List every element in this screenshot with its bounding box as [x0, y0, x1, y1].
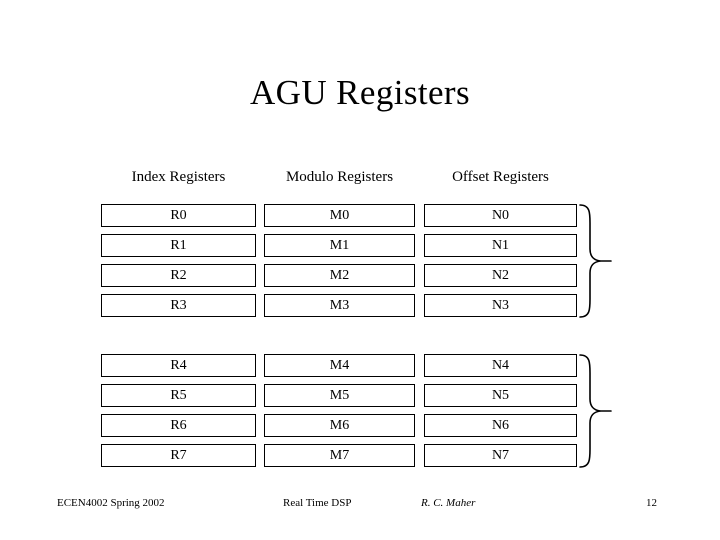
- register-cell[interactable]: R5: [101, 384, 256, 407]
- register-cell[interactable]: N1: [424, 234, 577, 257]
- register-cell[interactable]: M1: [264, 234, 415, 257]
- register-cell[interactable]: N6: [424, 414, 577, 437]
- page-title: AGU Registers: [249, 73, 471, 112]
- register-cell[interactable]: M7: [264, 444, 415, 467]
- register-cell[interactable]: N4: [424, 354, 577, 377]
- register-cell[interactable]: M2: [264, 264, 415, 287]
- register-cell[interactable]: N2: [424, 264, 577, 287]
- column-header-index-registers: Index Registers: [131, 169, 226, 185]
- right-curly-brace-icon: [578, 353, 612, 469]
- register-cell[interactable]: R7: [101, 444, 256, 467]
- register-cell[interactable]: N3: [424, 294, 577, 317]
- register-cell[interactable]: R2: [101, 264, 256, 287]
- register-cell[interactable]: R0: [101, 204, 256, 227]
- register-cell[interactable]: R1: [101, 234, 256, 257]
- register-cell[interactable]: M5: [264, 384, 415, 407]
- column-header-offset-registers: Offset Registers: [452, 169, 549, 185]
- register-cell[interactable]: R4: [101, 354, 256, 377]
- register-cell[interactable]: N5: [424, 384, 577, 407]
- register-cell[interactable]: N7: [424, 444, 577, 467]
- footer-course: ECEN4002 Spring 2002: [57, 497, 165, 509]
- register-cell[interactable]: M6: [264, 414, 415, 437]
- column-header-modulo-registers: Modulo Registers: [285, 169, 394, 185]
- register-cell[interactable]: R3: [101, 294, 256, 317]
- footer-page-number: 12: [646, 497, 657, 509]
- register-cell[interactable]: M4: [264, 354, 415, 377]
- register-cell[interactable]: R6: [101, 414, 256, 437]
- register-cell[interactable]: M3: [264, 294, 415, 317]
- footer-subject: Real Time DSP: [283, 497, 352, 509]
- register-cell[interactable]: N0: [424, 204, 577, 227]
- right-curly-brace-icon: [578, 203, 612, 319]
- register-cell[interactable]: M0: [264, 204, 415, 227]
- footer-author: R. C. Maher: [421, 497, 476, 509]
